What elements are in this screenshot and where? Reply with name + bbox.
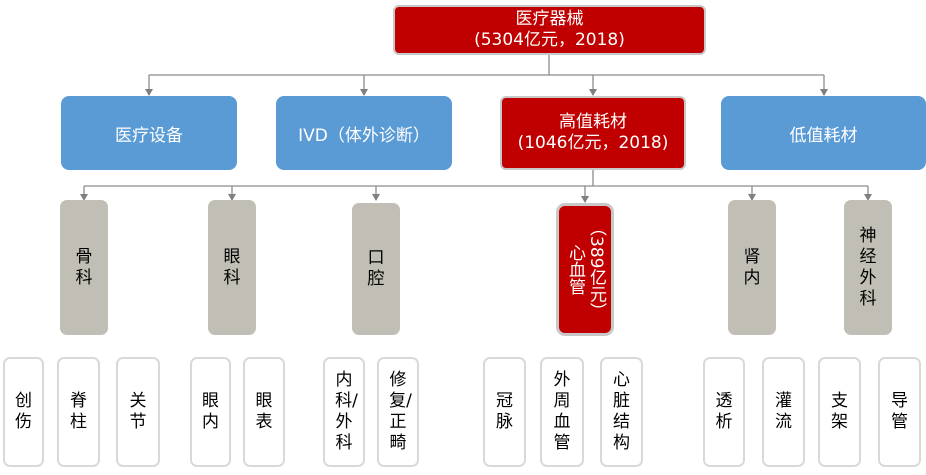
leaf-node: 灌流 bbox=[762, 357, 805, 467]
node-label: 神经外科 bbox=[859, 225, 877, 309]
leaf-node: 冠脉 bbox=[483, 357, 526, 467]
leaf-node: 修复/正畸 bbox=[377, 357, 419, 467]
leaf-label: 导管 bbox=[891, 391, 908, 432]
node-neurosurgery: 神经外科 bbox=[844, 200, 892, 335]
node-orthopedics: 骨科 bbox=[60, 200, 108, 335]
root-node: 医疗器械 (5304亿元，2018) bbox=[393, 5, 706, 55]
node-label: IVD（体外诊断） bbox=[298, 125, 430, 146]
leaf-label: 灌流 bbox=[775, 391, 792, 432]
node-label: 骨科 bbox=[75, 246, 93, 288]
leaf-label: 透析 bbox=[715, 391, 733, 432]
leaf-node: 内科/外科 bbox=[323, 357, 365, 467]
node-label: 高值耗材 bbox=[559, 112, 627, 132]
node-label: 医疗设备 bbox=[115, 125, 183, 146]
node-label: 口腔 bbox=[367, 248, 385, 289]
leaf-label: 外周血管 bbox=[553, 370, 571, 453]
node-label: 肾内 bbox=[743, 246, 761, 288]
leaf-label: 支架 bbox=[831, 391, 848, 432]
node-low-value-consumables: 低值耗材 bbox=[721, 96, 926, 170]
node-ivd: IVD（体外诊断） bbox=[276, 96, 452, 170]
node-cardiovascular: 心血管 （389亿元） bbox=[556, 203, 614, 336]
node-subtitle: (1046亿元，2018) bbox=[517, 133, 669, 153]
node-label: 眼科 bbox=[223, 246, 241, 288]
node-subtitle: （389亿元） bbox=[586, 219, 606, 320]
leaf-label: 冠脉 bbox=[496, 391, 513, 432]
node-label: 心血管 bbox=[565, 244, 585, 295]
leaf-node: 眼内 bbox=[190, 357, 231, 467]
leaf-node: 创伤 bbox=[3, 357, 44, 467]
leaf-node: 心脏结构 bbox=[600, 357, 643, 467]
leaf-node: 透析 bbox=[703, 357, 745, 467]
leaf-node: 脊柱 bbox=[57, 357, 100, 467]
node-nephrology: 肾内 bbox=[728, 200, 776, 335]
leaf-label: 内科/外科 bbox=[335, 370, 358, 453]
leaf-node: 关节 bbox=[116, 357, 160, 467]
leaf-node: 支架 bbox=[818, 357, 861, 467]
leaf-label: 关节 bbox=[129, 391, 147, 432]
leaf-label: 眼内 bbox=[202, 391, 219, 432]
node-ophthalmology: 眼科 bbox=[208, 200, 256, 335]
root-subtitle: (5304亿元，2018) bbox=[474, 30, 625, 50]
leaf-node: 外周血管 bbox=[540, 357, 584, 467]
node-label: 低值耗材 bbox=[789, 125, 858, 146]
leaf-label: 心脏结构 bbox=[613, 370, 630, 453]
root-title: 医疗器械 bbox=[515, 9, 584, 29]
leaf-node: 眼表 bbox=[243, 357, 285, 467]
leaf-label: 修复/正畸 bbox=[389, 370, 412, 453]
leaf-label: 创伤 bbox=[15, 391, 32, 432]
leaf-label: 眼表 bbox=[255, 391, 273, 432]
node-dental: 口腔 bbox=[352, 203, 400, 335]
node-medical-equipment: 医疗设备 bbox=[61, 96, 237, 170]
leaf-label: 脊柱 bbox=[70, 391, 87, 432]
node-high-value-consumables: 高值耗材 (1046亿元，2018) bbox=[500, 96, 686, 170]
leaf-node: 导管 bbox=[878, 357, 921, 467]
